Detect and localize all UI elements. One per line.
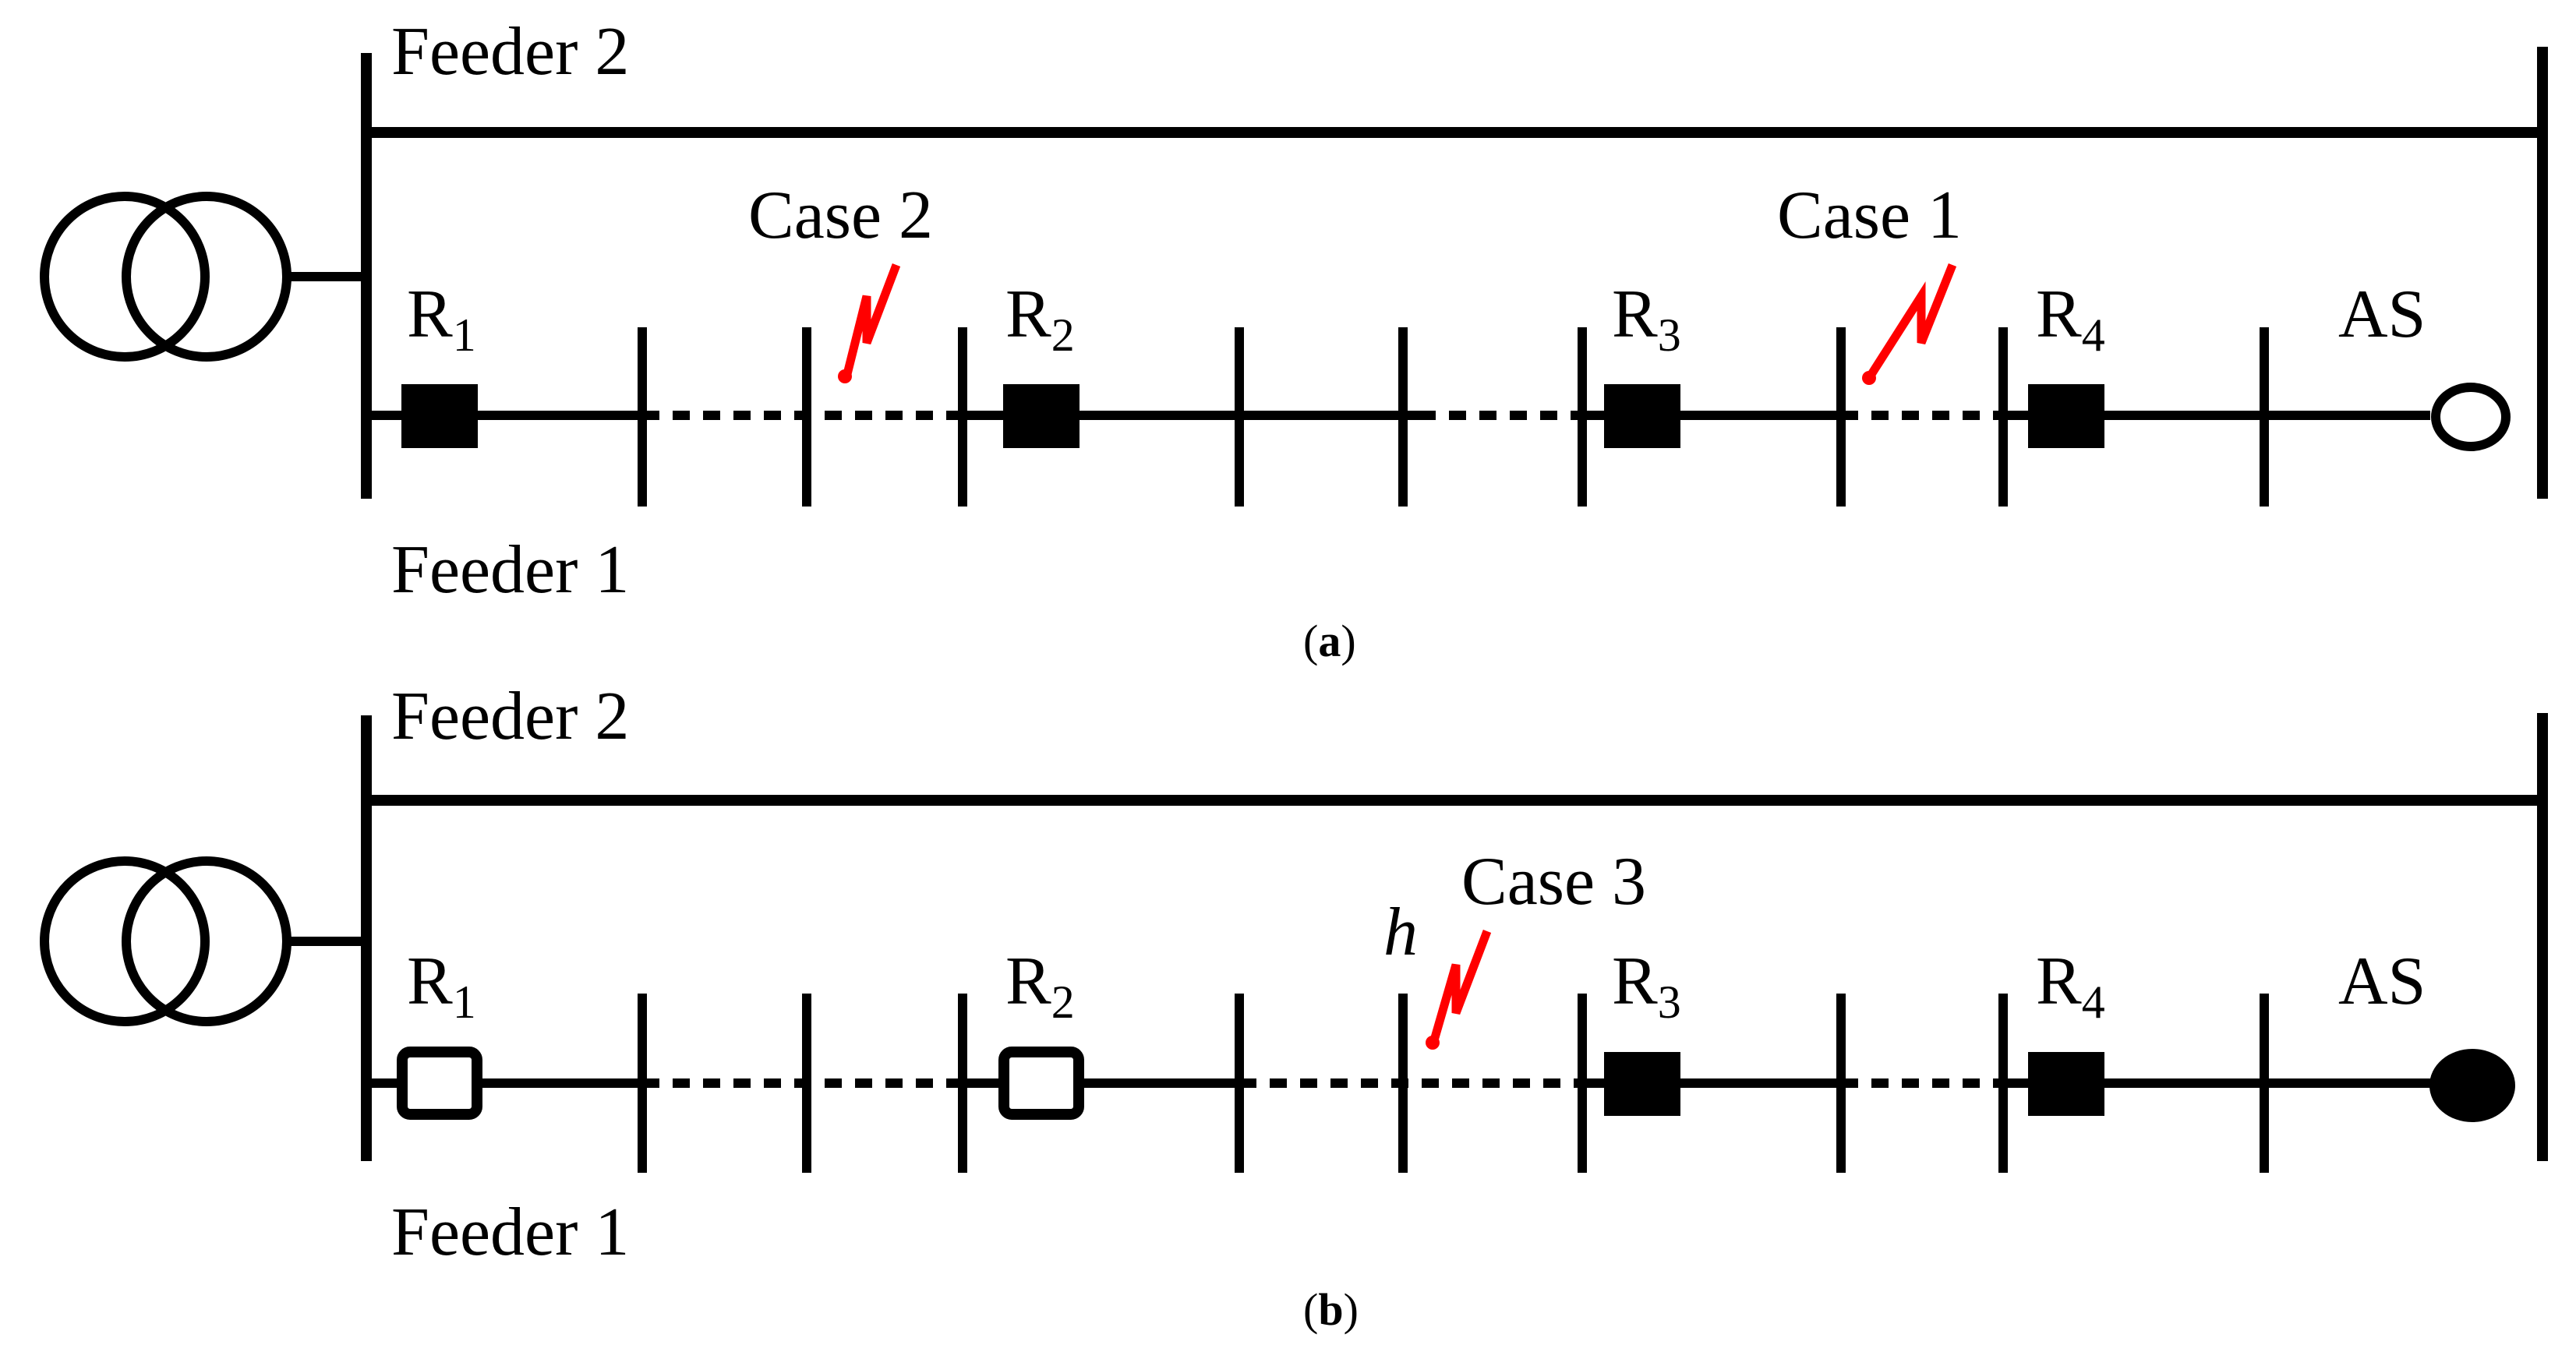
closed-recloser-icon [1604,1052,1680,1116]
feeder-2-label: Feeder 2 [391,14,629,90]
closed-recloser-icon [1604,384,1680,448]
node-bars [638,327,2269,507]
panel-b: Feeder 2 Feeder 1 Case 3 h R1 R2 R3 R4 A… [40,679,2548,1335]
transformer-icon [40,856,366,1026]
panel-a: Feeder 2 Feeder 1 Case 2 Case 1 R1 R2 R3… [40,14,2548,666]
fault-distance-variable: h [1383,895,1418,970]
fault-lightning-icon [1867,263,1957,378]
fault-case-label: Case 2 [748,178,933,253]
recloser-label-r1: R1 [407,944,476,1028]
closed-recloser-icon [1003,384,1080,448]
open-recloser-icon [998,1047,1084,1120]
fault-point [838,369,852,383]
recloser-label-r2: R2 [1005,277,1075,361]
fault-point [1426,1036,1440,1050]
open-recloser-icon [397,1047,482,1120]
recloser-label-r1: R1 [407,277,476,361]
fault-point [1862,371,1876,385]
transformer-icon [40,192,366,362]
recloser-label-r3: R3 [1612,944,1681,1028]
fault-lightning-icon [1429,930,1492,1042]
switch-label-as: AS [2338,944,2426,1019]
closed-recloser-icon [2028,384,2104,448]
open-switch-icon [2431,383,2511,451]
recloser-label-r4: R4 [2036,944,2105,1028]
closed-recloser-icon [2028,1052,2104,1116]
fault-case-label: Case 1 [1777,178,1962,253]
switch-label-as: AS [2338,277,2426,352]
panel-caption: (b) [1303,1284,1359,1335]
feeder-2-label: Feeder 2 [391,679,629,754]
recloser-label-r3: R3 [1612,277,1681,361]
panel-caption: (a) [1303,616,1356,666]
closed-switch-icon [2429,1049,2515,1122]
recloser-label-r2: R2 [1005,944,1075,1028]
closed-recloser-icon [401,384,478,448]
feeder-1-label: Feeder 1 [391,532,629,608]
feeder-1-label: Feeder 1 [391,1195,629,1270]
fault-case-label: Case 3 [1461,844,1646,920]
fault-lightning-icon [843,263,901,376]
node-bars [638,994,2269,1173]
recloser-label-r4: R4 [2036,277,2105,361]
